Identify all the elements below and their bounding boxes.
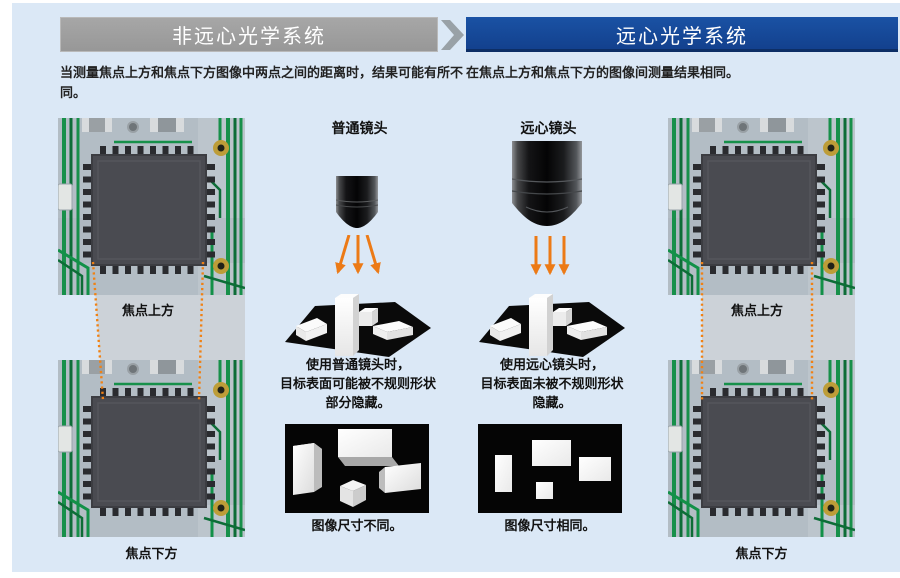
target-blocks-scene-normal [283,286,433,358]
diverging-light-arrows-icon [335,235,381,275]
description-line: 目标表面未被不规则形状 [480,377,624,392]
target-blocks-scene-telecentric [477,286,627,358]
pcb-photo-above-focus-right [668,118,855,295]
telecentric-banner: 远心光学系统 [466,17,898,52]
normal-lens-title: 普通镜头 [331,121,388,137]
result-image-normal [285,424,429,513]
below-focus-label-right: 焦点下方 [735,547,788,562]
description-line: 使用普通镜头时， [305,358,410,373]
telecentric-banner-label: 远心光学系统 [616,24,748,48]
pcb-photo-above-focus-left [58,118,245,295]
above-focus-label-right: 焦点上方 [730,304,783,319]
telecentric-lens-description: 使用远心镜头时， 目标表面未被不规则形状 隐藏。 [472,356,632,413]
description-line: 使用远心镜头时， [499,358,604,373]
result-image-telecentric [478,424,622,513]
description-line: 部分隐藏。 [325,396,391,411]
parallel-light-arrows-icon [530,236,570,276]
telecentric-intro-text: 在焦点上方和焦点下方的图像间测量结果相同。 [466,66,740,81]
non-telecentric-banner-label: 非远心光学系统 [172,24,326,48]
description-line: 目标表面可能被不规则形状 [279,377,436,392]
non-telecentric-banner: 非远心光学系统 [60,17,438,52]
non-telecentric-intro-text: 当测量焦点上方和焦点下方图像中两点之间的距离时，结果可能有所不同。 [60,66,464,101]
normal-lens-icon [336,176,378,228]
telecentric-lens-title: 远心镜头 [520,121,577,137]
result-caption-telecentric: 图像尺寸相同。 [504,519,596,534]
telecentric-lens-icon [512,141,582,226]
description-line: 隐藏。 [532,396,572,411]
pcb-photo-below-focus-left [58,360,245,537]
chevron-right-icon [441,20,464,50]
normal-lens-description: 使用普通镜头时， 目标表面可能被不规则形状 部分隐藏。 [278,356,438,413]
above-focus-label-left: 焦点上方 [121,304,174,319]
pcb-photo-below-focus-right [668,360,855,537]
below-focus-label-left: 焦点下方 [125,547,178,562]
result-caption-normal: 图像尺寸不同。 [311,519,403,534]
